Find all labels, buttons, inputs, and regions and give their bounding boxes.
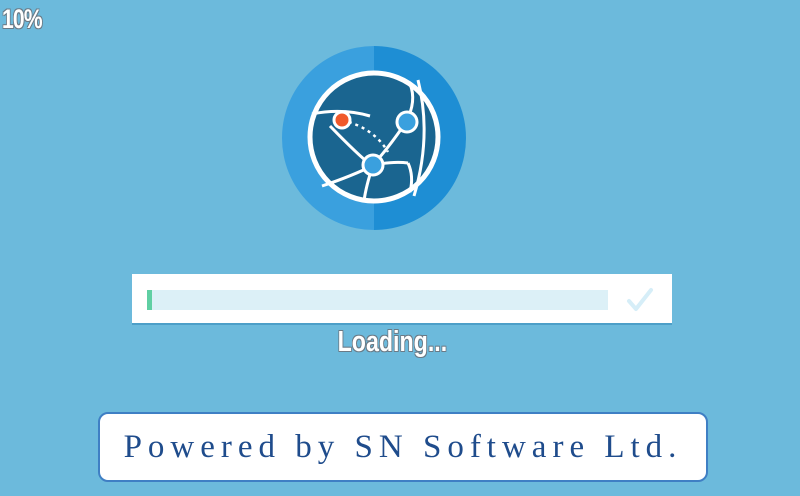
powered-by-text: Powered by SN Software Ltd.	[123, 428, 683, 465]
checkmark-icon	[627, 288, 653, 311]
progress-fill	[147, 290, 152, 310]
progress-percent: 10%	[2, 4, 43, 34]
globe-network-icon	[282, 46, 466, 230]
progress-track	[147, 290, 608, 310]
powered-by-banner: Powered by SN Software Ltd.	[98, 412, 708, 482]
loading-status-text: Loading...	[337, 326, 448, 358]
progress-bar-card	[132, 274, 672, 323]
